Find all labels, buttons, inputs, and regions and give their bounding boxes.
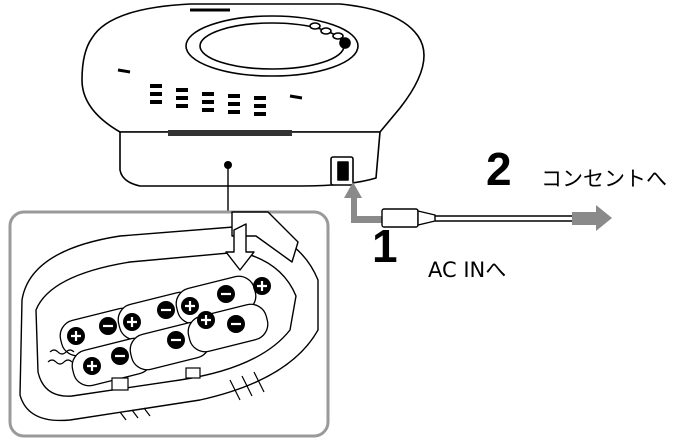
step-2-label: コンセントへ xyxy=(541,167,667,191)
step-2-number: 2 xyxy=(486,143,512,195)
ac-plug-icon xyxy=(381,208,572,228)
battery-compartment-closeup xyxy=(8,210,330,438)
arrow-to-ac-in-icon xyxy=(344,182,383,223)
radio-cd-player-illustration xyxy=(81,3,425,212)
plus-terminal-icon xyxy=(67,277,271,375)
step-1-number: 1 xyxy=(372,220,398,272)
arrow-to-outlet-icon xyxy=(572,205,612,231)
step-1-label: AC INへ xyxy=(428,258,507,282)
minus-terminal-icon xyxy=(99,285,245,365)
